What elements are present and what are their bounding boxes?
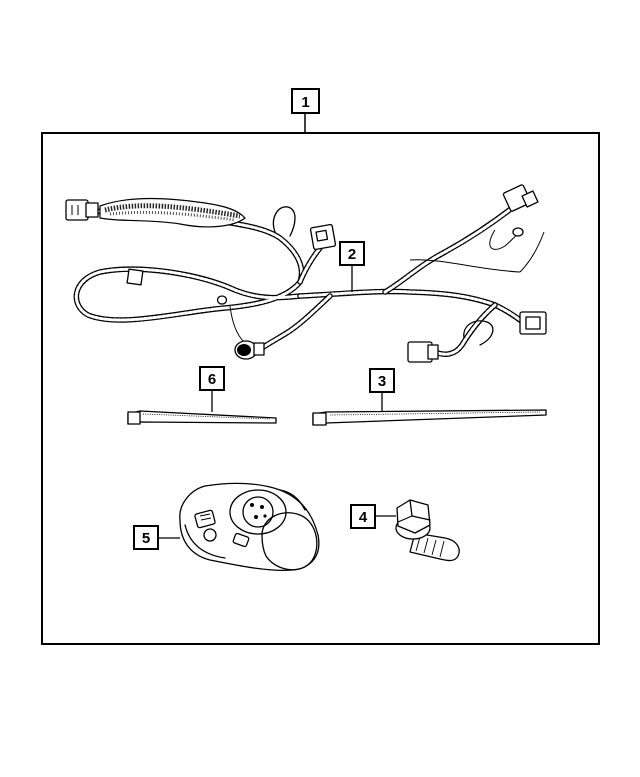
- kit-frame: [41, 132, 600, 645]
- wiring-harness: [65, 184, 547, 363]
- callout-3-label: 3: [378, 373, 386, 390]
- callout-6-label: 6: [208, 371, 216, 388]
- callout-3[interactable]: 3: [369, 368, 395, 393]
- callout-4[interactable]: 4: [350, 504, 376, 529]
- callout-1-label: 1: [301, 94, 309, 111]
- callout-5-label: 5: [142, 530, 150, 547]
- cable-tie-long: [312, 409, 547, 426]
- callout-6[interactable]: 6: [199, 366, 225, 391]
- callout-2-label: 2: [348, 246, 356, 263]
- bolt: [395, 499, 460, 562]
- connector-housing: [179, 482, 320, 572]
- callout-2[interactable]: 2: [339, 241, 365, 266]
- callout-4-label: 4: [359, 509, 368, 526]
- callout-1[interactable]: 1: [291, 88, 320, 114]
- callout-5[interactable]: 5: [133, 525, 159, 550]
- cable-tie-short: [127, 410, 277, 425]
